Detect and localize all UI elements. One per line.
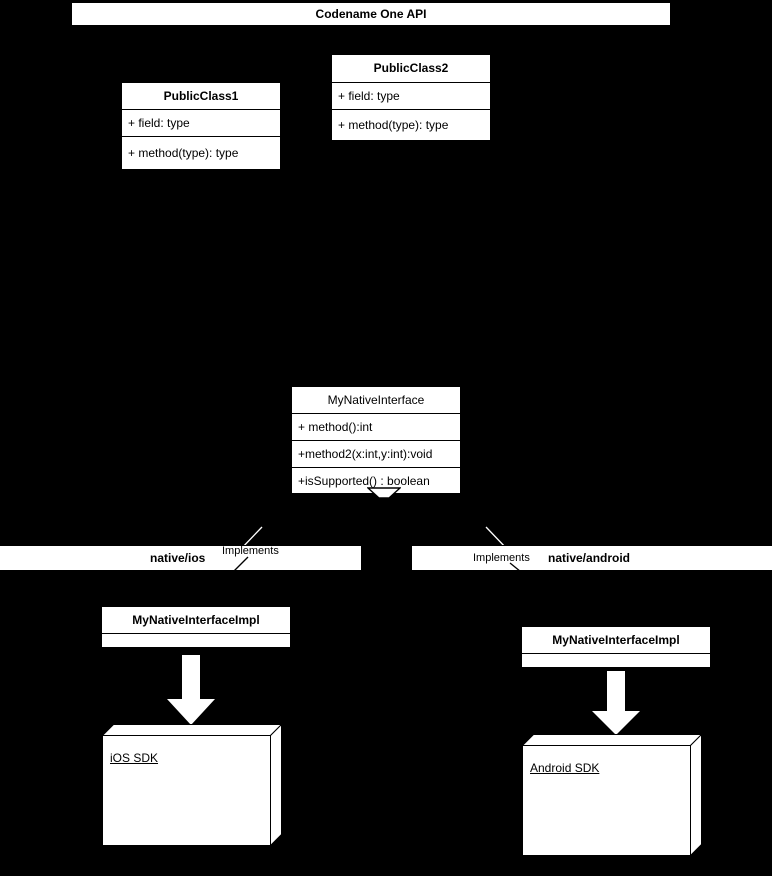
implements-leader-line-ios [230,556,249,575]
mynativeinterface-title: MyNativeInterface [327,393,425,407]
publicclass1-method: + method(type): type [122,136,280,169]
mynativeinterface-method-2: +method2(x:int,y:int):void [292,440,460,467]
mynativeinterface-method-1: + method():int [292,413,460,440]
publicclass1-field: + field: type [122,109,280,136]
node-ios-sdk [102,724,282,846]
impl-ios-empty-compartment [102,633,290,648]
implements-label-android: Implements [473,552,530,564]
impl-ios-title: MyNativeInterfaceImpl [132,613,260,627]
publicclass1-title: PublicClass1 [163,89,239,103]
mynativeinterface-method-3: +isSupported() : boolean [292,467,460,494]
publicclass2-method: + method(type): type [332,109,490,140]
platform-band-ios-label: native/ios [150,551,206,565]
platform-band-android [411,545,772,571]
interface-box-mynativeinterface: MyNativeInterface + method():int +method… [291,386,461,494]
implements-leader-line-android [509,562,527,577]
node-android-sdk [522,734,702,856]
class-box-publicclass1: PublicClass1 + field: type + method(type… [121,82,281,170]
class-box-publicclass2: PublicClass2 + field: type + method(type… [331,54,491,141]
codename-one-api-banner: Codename One API [71,2,671,26]
publicclass2-title: PublicClass2 [373,61,449,75]
platform-band-android-label: native/android [548,551,631,565]
impl-android-empty-compartment [522,653,710,668]
node-android-sdk-label: Android SDK [530,761,600,775]
publicclass2-field: + field: type [332,82,490,109]
implements-label-ios: Implements [222,545,279,557]
realization-triangle-icon [367,487,401,499]
dependency-arrow-ios [167,655,215,725]
impl-android-title: MyNativeInterfaceImpl [552,633,680,647]
dependency-arrow-android [592,671,640,735]
node-ios-sdk-label: iOS SDK [110,751,159,765]
api-banner-title: Codename One API [315,7,427,21]
class-box-mynativeinterfaceimpl-ios: MyNativeInterfaceImpl [101,606,291,648]
class-box-mynativeinterfaceimpl-android: MyNativeInterfaceImpl [521,626,711,668]
platform-band-ios [0,545,362,571]
